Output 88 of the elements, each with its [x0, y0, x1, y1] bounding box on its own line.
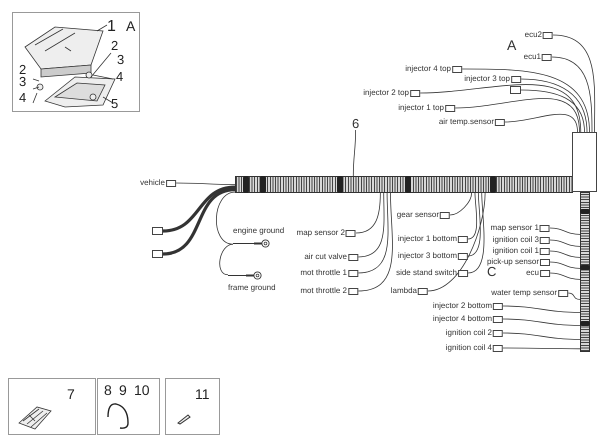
connector-label: lambda — [390, 287, 417, 295]
wire — [502, 332, 580, 340]
wire — [552, 56, 592, 132]
connector-label: injector 3 top — [464, 75, 510, 83]
callout-number: 1 — [107, 19, 116, 35]
wiring-harness — [580, 192, 590, 352]
connector-label: air temp.sensor — [438, 118, 494, 126]
wire — [428, 192, 486, 292]
connector-label: injector 2 top — [363, 89, 409, 97]
cable — [162, 188, 236, 256]
wire — [358, 192, 384, 258]
connector-label: water temp sensor — [491, 289, 557, 297]
connector-plug — [152, 250, 163, 258]
wire — [356, 192, 381, 234]
callout-number: 3 — [117, 53, 124, 66]
wire — [358, 192, 393, 292]
wire — [468, 192, 484, 274]
connector-label: injector 1 top — [398, 104, 444, 112]
inset-panel — [97, 378, 160, 435]
callout-number: 8 — [104, 383, 112, 397]
wire — [468, 192, 481, 256]
section-letter: A — [507, 38, 516, 52]
connector-label: injector 4 bottom — [432, 315, 492, 323]
inset-panel — [165, 378, 220, 435]
wire — [502, 348, 580, 350]
connector-label: engine ground — [233, 227, 284, 235]
connector-label: injector 3 bottom — [398, 252, 457, 260]
section-letter: C — [487, 265, 496, 278]
callout-number: 6 — [352, 117, 360, 130]
inset-panel — [8, 378, 96, 435]
wire — [454, 98, 580, 132]
wire — [502, 318, 580, 326]
wire — [450, 192, 472, 216]
connector-label: ecu — [526, 269, 539, 277]
connector-plug — [152, 227, 163, 235]
callout-number: 2 — [111, 39, 118, 52]
connector-label: frame ground — [228, 284, 276, 292]
wire — [550, 272, 580, 280]
wire — [176, 182, 236, 185]
wire — [520, 78, 588, 132]
connector-label: ignition coil 4 — [446, 344, 492, 352]
wire — [550, 262, 580, 269]
wire — [358, 192, 388, 274]
wire — [216, 192, 236, 245]
callout-number: 9 — [119, 383, 127, 397]
connector-label: injector 2 bottom — [432, 302, 492, 310]
connector-label: mot throttle 2 — [300, 287, 347, 295]
connector-label: ignition coil 2 — [446, 329, 492, 337]
connector-label: mot throttle 1 — [300, 269, 347, 277]
wire — [468, 192, 478, 240]
wire — [550, 250, 580, 258]
wire — [420, 84, 582, 132]
wire — [504, 114, 578, 132]
wire — [462, 68, 590, 132]
callout-number: 2 — [19, 63, 26, 76]
connector-plug — [510, 86, 521, 94]
connector-label: gear sensor — [396, 211, 439, 219]
junction-block — [572, 132, 597, 192]
callout-number: 4 — [116, 70, 124, 83]
wire — [520, 90, 585, 132]
wiring-harness — [235, 176, 573, 193]
callout-number: 7 — [67, 387, 75, 401]
connector-label: ecu2 — [524, 31, 542, 39]
connector-label: map sensor 2 — [296, 229, 345, 237]
wire — [550, 228, 580, 235]
connector-label: ignition coil 3 — [492, 236, 539, 244]
wire — [352, 130, 356, 176]
connector-label: vehicle — [140, 179, 165, 187]
callout-number: 5 — [111, 97, 118, 110]
wire — [550, 240, 580, 247]
connector-label: side stand switch — [396, 269, 457, 277]
connector-label: injector 4 top — [405, 65, 451, 73]
callout-number: A — [126, 19, 136, 33]
callout-number: 4 — [19, 91, 26, 104]
cable — [162, 185, 236, 233]
callout-number: 10 — [134, 383, 150, 397]
connector-label: map sensor 1 — [490, 224, 539, 232]
wire — [552, 34, 596, 132]
connector-label: pick-up sensor — [486, 258, 539, 266]
callout-number: 11 — [195, 387, 210, 401]
connector-label: injector 1 bottom — [398, 235, 457, 243]
wire — [502, 306, 580, 313]
wire — [219, 244, 234, 276]
connector-label: air cut valve — [304, 253, 347, 261]
connector-label: ignition coil 1 — [492, 247, 539, 255]
wire — [568, 292, 580, 300]
callout-number: 3 — [19, 75, 26, 88]
connector-label: ecu1 — [524, 53, 541, 61]
